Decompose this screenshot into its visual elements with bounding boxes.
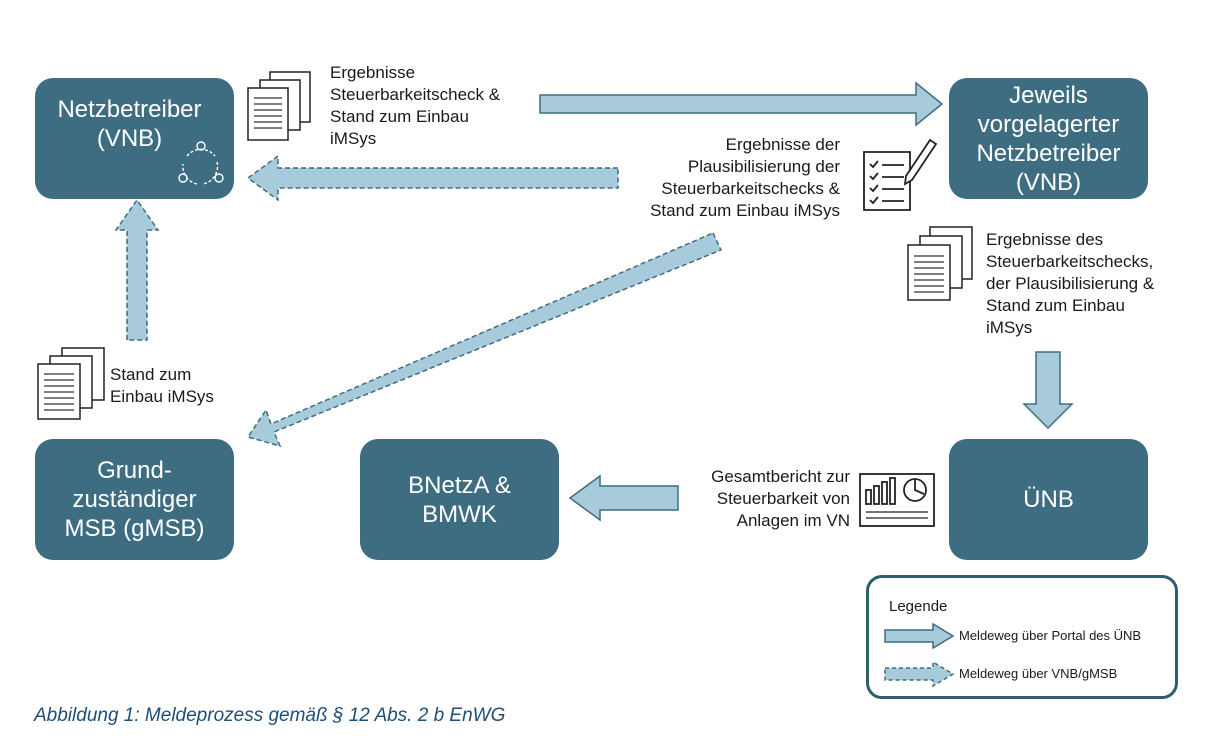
- document-stack-icon: [907, 226, 973, 301]
- label-gesamtbericht: Gesamtbericht zur Steuerbarkeit von Anla…: [711, 467, 850, 530]
- label-plausibilisierung: Ergebnisse der Plausibilisierung der Ste…: [650, 135, 840, 220]
- node-netzbetreiber: Netzbetreiber (VNB): [35, 78, 234, 199]
- arrow-uenb-to-bnetza: [568, 474, 679, 522]
- document-stack-icon: [37, 347, 105, 420]
- node-uenb: ÜNB: [949, 439, 1148, 560]
- legend-dashed-label: Meldeweg über VNB/gMSB: [959, 666, 1118, 681]
- arrow-vnb-to-vorgelagert: [539, 81, 944, 127]
- arrow-plausi-to-gmsb: [246, 232, 723, 448]
- node-bnetza: BNetzA & BMWK: [360, 439, 559, 560]
- node-netzbetreiber-label: Netzbetreiber (VNB): [57, 95, 202, 152]
- node-gmsb: Grund- zuständiger MSB (gMSB): [35, 439, 234, 560]
- node-uenb-label: ÜNB: [1023, 486, 1074, 513]
- figure-caption: Abbildung 1: Meldeprozess gemäß § 12 Abs…: [34, 705, 506, 726]
- report-chart-icon: [859, 473, 935, 527]
- node-bnetza-label: BNetzA & BMWK: [408, 471, 511, 528]
- checklist-pencil-icon: [863, 138, 938, 211]
- legend-solid-label: Meldeweg über Portal des ÜNB: [959, 628, 1142, 643]
- legend: Legende Meldeweg über Portal des ÜNB Mel…: [866, 575, 1178, 699]
- legend-title: Legende: [889, 598, 948, 615]
- process-cycle-icon: [178, 141, 224, 185]
- arrow-vorgelagert-to-vnb: [246, 154, 619, 202]
- arrow-gmsb-to-vnb: [114, 198, 160, 341]
- legend-solid-arrow-icon: [884, 622, 955, 650]
- node-vorgelagerter-netzbetreiber: Jeweils vorgelagerter Netzbetreiber (VNB…: [949, 78, 1148, 199]
- label-vnb-to-vorgelagert: Ergebnisse Steuerbarkeitscheck & Stand z…: [330, 63, 501, 148]
- node-gmsb-label: Grund- zuständiger MSB (gMSB): [64, 457, 205, 542]
- node-vorgelagerter-label: Jeweils vorgelagerter Netzbetreiber (VNB…: [976, 81, 1121, 196]
- label-gmsb-to-vnb: Stand zum Einbau iMSys: [110, 365, 214, 406]
- document-stack-icon: [247, 71, 311, 141]
- label-vorgelagert-to-uenb: Ergebnisse des Steuerbarkeitschecks, der…: [986, 230, 1155, 337]
- arrow-vorgelagert-to-uenb: [1022, 351, 1074, 430]
- legend-dashed-arrow-icon: [884, 660, 955, 688]
